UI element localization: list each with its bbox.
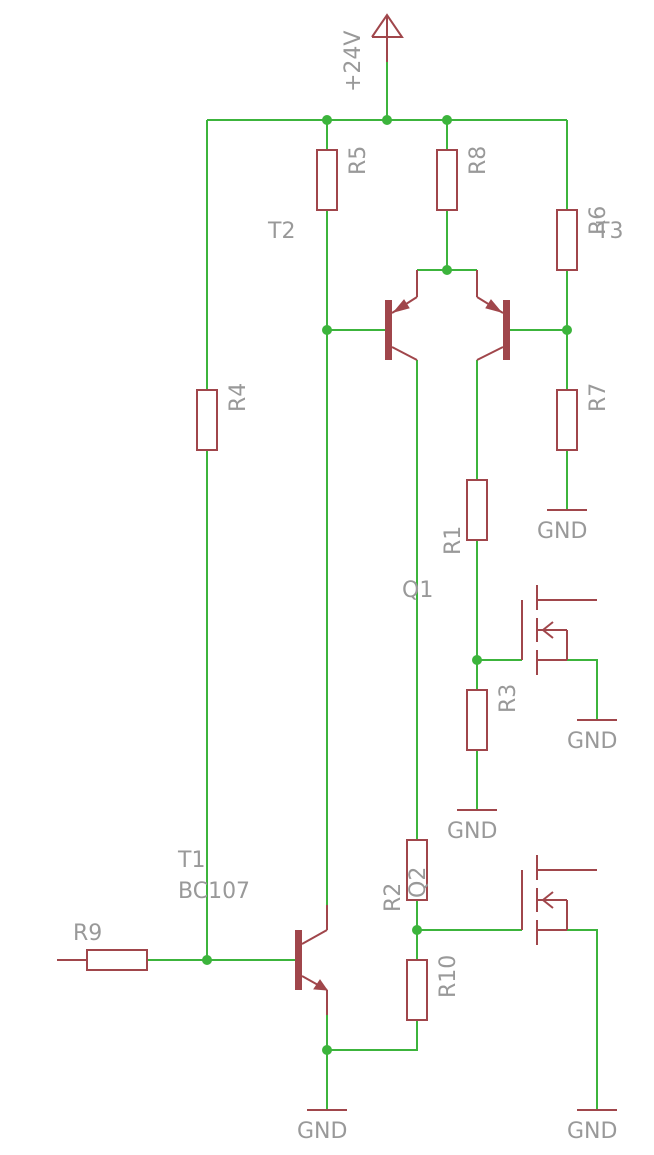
transistor-label: T2 — [267, 219, 295, 244]
junction-dot — [562, 325, 572, 335]
resistor-r2: R2 — [381, 839, 428, 912]
junction-dot — [322, 325, 332, 335]
ground-t1: GND — [297, 1109, 347, 1144]
ground-label: GND — [567, 1119, 617, 1144]
transistor-label: T3 — [595, 219, 623, 244]
resistor-r5: R5 — [316, 146, 371, 211]
ground-label: GND — [447, 819, 497, 844]
resistor-label: R5 — [346, 146, 371, 175]
junction-dot — [322, 115, 332, 125]
junction-dot — [412, 925, 422, 935]
junction-dot — [202, 955, 212, 965]
transistor-value: BC107 — [178, 879, 250, 904]
ground-q1: GND — [567, 719, 617, 754]
wire-q1-source-gnd — [567, 659, 598, 720]
mosfet-label: Q2 — [406, 867, 431, 898]
wire-r10-bottom — [327, 1020, 418, 1051]
resistor-label: R2 — [381, 883, 406, 912]
resistor-r8: R8 — [436, 146, 491, 211]
mosfet-label: Q1 — [402, 578, 433, 603]
resistor-label: R3 — [496, 684, 521, 713]
mosfet-q1: Q1 — [402, 578, 597, 675]
transistor-t3: T3 — [476, 219, 623, 361]
resistor-r1: R1 — [441, 479, 488, 555]
resistor-label: R6 — [586, 206, 611, 235]
resistor-r10: R10 — [406, 955, 461, 1021]
supply-symbol: +24V — [341, 13, 404, 92]
ground-label: GND — [297, 1119, 347, 1144]
transistor-t1: T1 BC107 — [177, 848, 329, 1015]
supply-label: +24V — [341, 31, 366, 92]
wire-q2-source-gnd — [567, 929, 598, 1110]
ground-q2: GND — [567, 1109, 617, 1144]
resistor-label: R8 — [466, 146, 491, 175]
resistor-label: R1 — [441, 526, 466, 555]
resistor-r3: R3 — [466, 684, 521, 751]
junction-dot — [322, 1045, 332, 1055]
junction-dot — [472, 655, 482, 665]
junction-dot — [442, 265, 452, 275]
resistor-label: R4 — [226, 383, 251, 412]
mosfet-q2: Q2 — [406, 855, 597, 945]
transistor-t2: T2 — [267, 219, 418, 361]
resistor-label: R10 — [436, 955, 461, 998]
resistor-label: R9 — [73, 921, 102, 946]
ground-label: GND — [567, 729, 617, 754]
wires — [147, 62, 598, 1110]
ground-r7: GND — [537, 509, 587, 544]
resistor-r6: R6 — [556, 206, 611, 271]
ground-r3: GND — [447, 809, 497, 844]
transistor-label: T1 — [177, 848, 205, 873]
junction-dot — [382, 115, 392, 125]
junctions — [202, 115, 572, 1055]
resistor-r7: R7 — [556, 383, 611, 451]
resistor-label: R7 — [586, 383, 611, 412]
resistor-r9: R9 — [57, 921, 148, 971]
junction-dot — [442, 115, 452, 125]
resistor-r4: R4 — [196, 383, 251, 451]
ground-label: GND — [537, 519, 587, 544]
